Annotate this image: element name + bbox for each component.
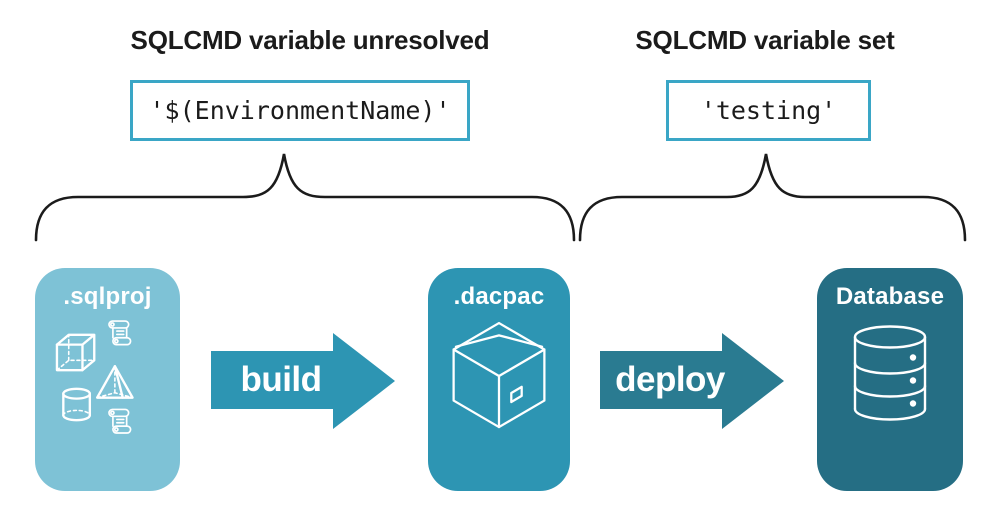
code-text-unresolved: '$(EnvironmentName)'	[149, 96, 451, 125]
stage-sqlproj-title: .sqlproj	[63, 283, 152, 310]
sql-objects-icon	[55, 320, 134, 434]
deploy-arrow-label: deploy	[615, 360, 725, 399]
pyramid-icon	[95, 365, 134, 399]
arrow-shape	[211, 333, 395, 429]
heading-variable-set: SQLCMD variable set	[635, 25, 895, 55]
code-box-set: 'testing'	[666, 80, 871, 141]
stage-sqlproj: .sqlproj	[35, 268, 180, 491]
script-scroll-icon	[107, 408, 131, 434]
deploy-arrow: deploy	[592, 330, 792, 432]
code-box-unresolved: '$(EnvironmentName)'	[130, 80, 470, 141]
stage-dacpac: .dacpac	[428, 268, 570, 491]
database-icon	[853, 325, 927, 421]
cube-icon	[55, 333, 95, 372]
cylinder-icon	[61, 387, 91, 422]
script-scroll-icon	[107, 320, 131, 346]
right-brace	[578, 153, 967, 242]
stage-database: Database	[817, 268, 963, 491]
code-text-set: 'testing'	[700, 96, 837, 125]
heading-variable-unresolved: SQLCMD variable unresolved	[130, 25, 490, 55]
stage-database-title: Database	[835, 283, 945, 310]
stage-dacpac-title: .dacpac	[453, 283, 545, 310]
build-arrow: build	[203, 330, 403, 432]
arrow-shape	[600, 333, 784, 429]
build-arrow-label: build	[240, 360, 322, 399]
package-icon	[452, 321, 546, 429]
left-brace	[34, 153, 576, 242]
